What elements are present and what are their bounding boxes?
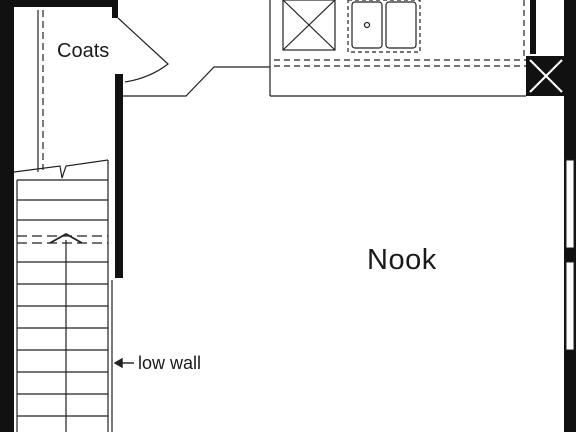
window-lower [565,261,575,351]
right-windows [565,159,575,351]
counter-lower-edge [123,66,270,97]
staircase [13,159,113,432]
top-wall [14,0,114,7]
low-wall-leader [113,357,134,369]
room-label-coats: Coats [57,40,110,62]
column-cross [529,59,563,93]
window-upper [565,159,575,249]
room-label-nook: Nook [367,244,437,276]
right-wall-upper [530,0,536,54]
sink-left-basin [351,1,383,49]
kitchen-counter [123,0,526,97]
coats-right-wall-lower [115,74,123,278]
sink-drain [363,21,371,29]
coats-right-wall-upper [112,0,118,18]
stair-direction-arrow [49,232,83,244]
coats-closet [37,10,169,172]
stair-top-edge [13,159,109,179]
sink-right-basin [385,1,417,49]
low-wall-annotation: low wall [138,353,202,373]
sink-outer [347,0,421,53]
left-exterior-wall [0,0,14,432]
dishwasher [282,0,336,51]
closet-door [117,17,169,83]
